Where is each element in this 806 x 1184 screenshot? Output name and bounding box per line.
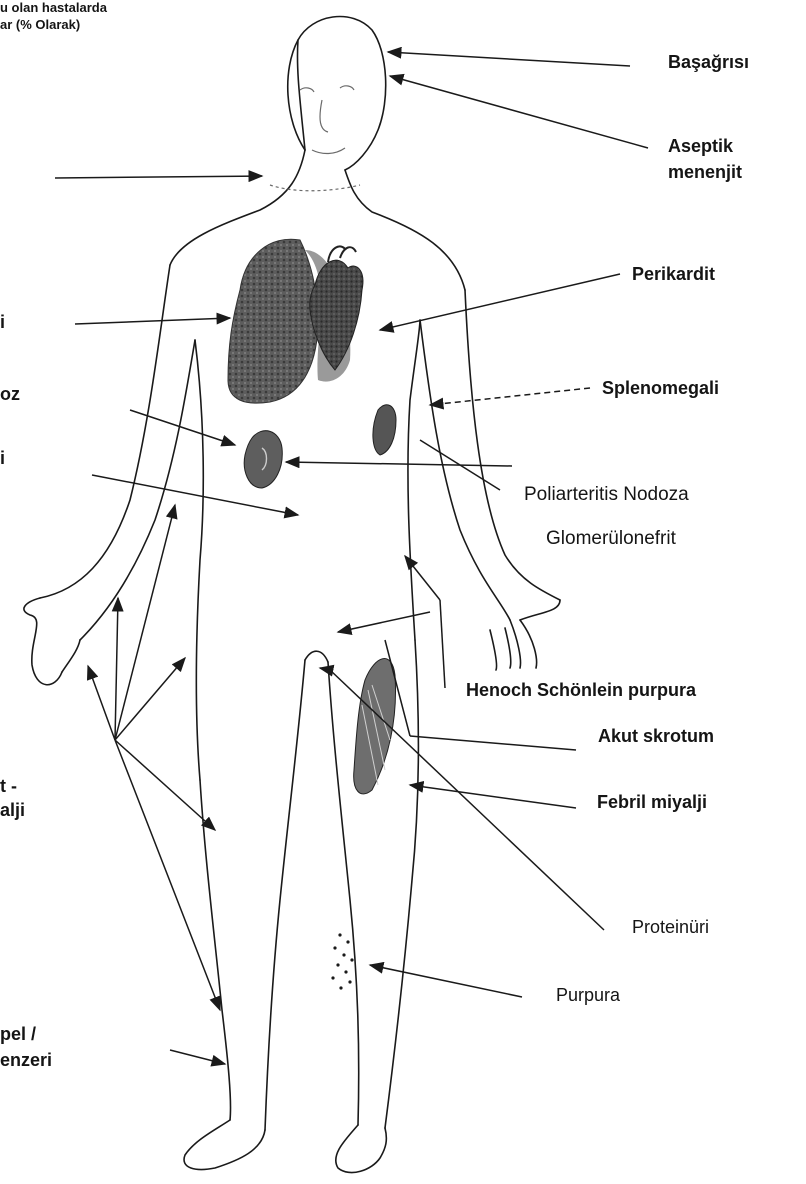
- lungs: [228, 239, 318, 403]
- label-splenomegali: Splenomegali: [602, 378, 719, 399]
- left-fragment-2: oz: [0, 384, 20, 405]
- label-perikardit: Perikardit: [632, 264, 715, 285]
- left-fragment-3: i: [0, 448, 5, 469]
- label-febril-miyalji: Febril miyalji: [597, 792, 707, 813]
- label-glomerulonefrit: Glomerülonefrit: [546, 528, 676, 550]
- spleen: [373, 405, 396, 455]
- label-proteinuri: Proteinüri: [632, 917, 709, 938]
- purpura-dots: [331, 933, 353, 989]
- left-fragment-7: enzeri: [0, 1050, 52, 1071]
- body-outline: [24, 17, 560, 1173]
- label-aseptik-line1: Aseptik: [668, 136, 733, 157]
- left-fragment-1: i: [0, 312, 5, 333]
- label-poliarteritis-nodoza: Poliarteritis Nodoza: [524, 484, 689, 506]
- kidney: [244, 431, 282, 488]
- left-fragment-4: t -: [0, 776, 17, 797]
- label-henoch-schonlein: Henoch Schönlein purpura: [466, 680, 696, 701]
- heart: [310, 260, 363, 370]
- header-line-2: ar (% Olarak): [0, 17, 80, 32]
- organs: [228, 239, 396, 989]
- label-basagrisi: Başağrısı: [668, 52, 749, 73]
- label-purpura: Purpura: [556, 985, 620, 1006]
- label-aseptik-line2: menenjit: [668, 162, 742, 183]
- header-line-1: u olan hastalarda: [0, 0, 107, 15]
- label-akut-skrotum: Akut skrotum: [598, 726, 714, 747]
- left-fragment-6: pel /: [0, 1024, 36, 1045]
- left-fragment-5: alji: [0, 800, 25, 821]
- head-outline: [288, 17, 386, 170]
